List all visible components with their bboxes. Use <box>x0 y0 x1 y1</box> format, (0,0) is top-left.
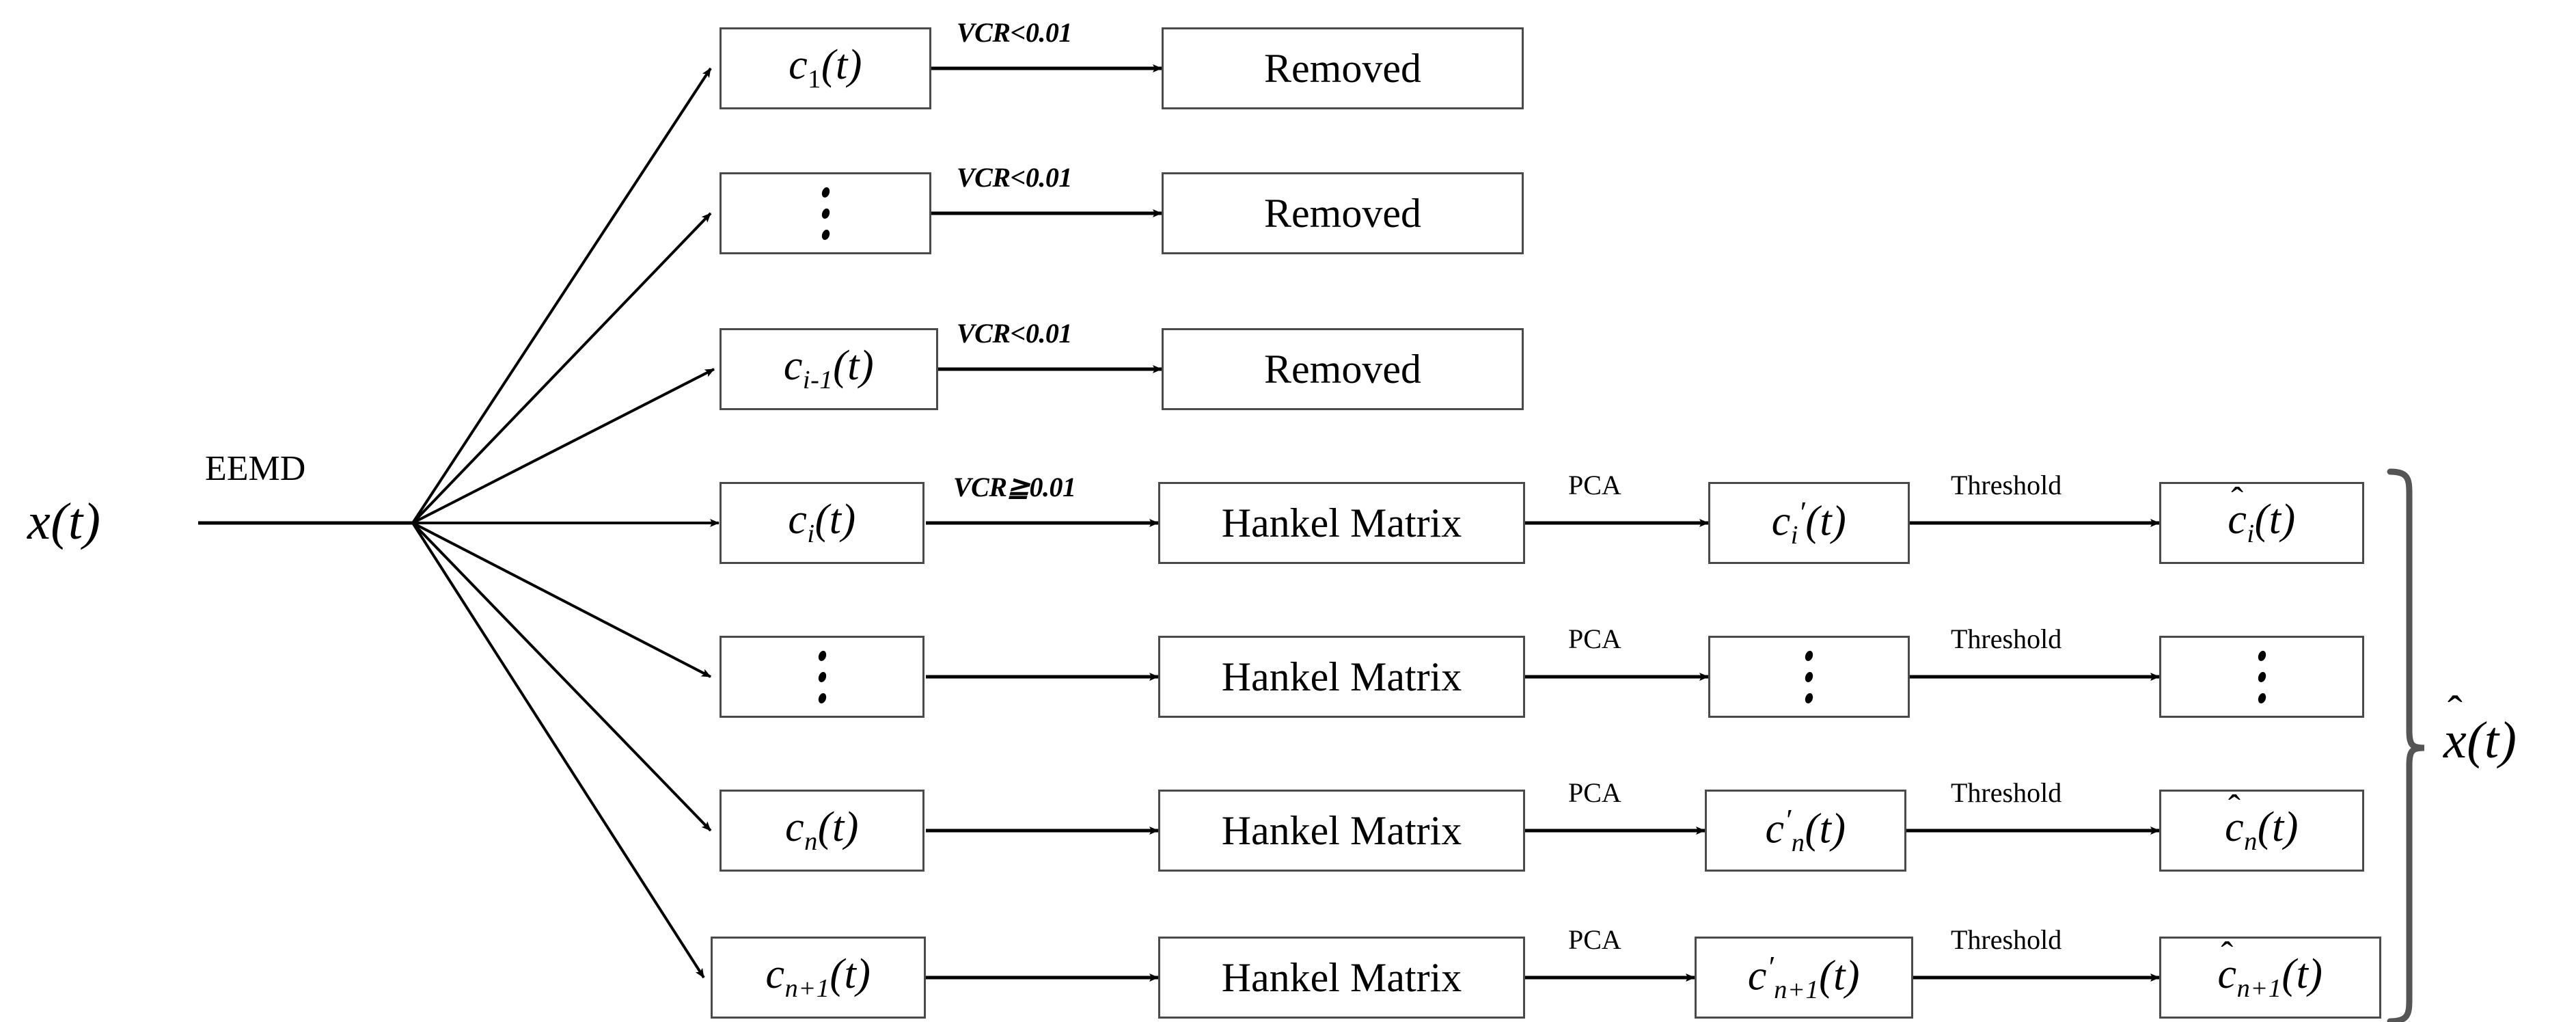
threshold-label-row-7: Threshold <box>1951 924 2062 955</box>
imf-box-row-5[interactable] <box>720 636 924 718</box>
output-brace <box>2387 468 2425 1022</box>
hankel-box-row-6[interactable]: Hankel Matrix <box>1158 790 1525 872</box>
pca-label-row-4: PCA <box>1568 470 1621 500</box>
pca-label-row-5: PCA <box>1568 623 1621 654</box>
hankel-label-row-6: Hankel Matrix <box>1221 808 1462 853</box>
pca-output-box-row-5[interactable] <box>1708 636 1910 718</box>
removed-label-row-3: Removed <box>1264 347 1421 392</box>
threshold-label-row-6: Threshold <box>1951 777 2062 808</box>
imf-label-row-4: ci(t) <box>788 496 856 549</box>
pca-output-label-row-4: ci′(t) <box>1771 495 1847 550</box>
pca-output-label-row-6: c′n(t) <box>1765 803 1846 858</box>
eemd-process-label: EEMD <box>205 449 306 488</box>
pca-output-box-row-6[interactable]: c′n(t) <box>1705 790 1906 872</box>
imf-box-row-7[interactable]: cn+1(t) <box>711 937 926 1019</box>
vertical-ellipsis-icon-pca-row-5 <box>1804 650 1814 703</box>
imf-box-row-3[interactable]: ci-1(t) <box>720 328 938 410</box>
hankel-box-row-4[interactable]: Hankel Matrix <box>1158 482 1525 564</box>
hankel-label-row-7: Hankel Matrix <box>1221 955 1462 1000</box>
hat-accent-row-4: ˆ <box>2231 479 2244 520</box>
pca-output-box-row-7[interactable]: c′n+1(t) <box>1695 937 1913 1019</box>
threshold-label-row-4: Threshold <box>1951 470 2062 500</box>
wire-fanout-row-5 <box>412 522 711 678</box>
condition-label-row-2: VCR<0.01 <box>957 162 1072 193</box>
removed-label-row-1: Removed <box>1264 46 1421 91</box>
removed-box-row-2[interactable]: Removed <box>1162 172 1524 254</box>
wire-fanout-row-2 <box>411 212 712 524</box>
hankel-label-row-4: Hankel Matrix <box>1221 500 1462 546</box>
input-signal-text: x(t) <box>27 493 101 550</box>
wire-fanout-row-1 <box>411 67 712 524</box>
imf-label-row-6: cn(t) <box>785 804 859 857</box>
imf-box-row-1[interactable]: c1(t) <box>720 27 931 109</box>
hankel-box-row-5[interactable]: Hankel Matrix <box>1158 636 1525 718</box>
output-hat-accent: ˆ <box>2447 687 2463 737</box>
imf-box-row-4[interactable]: ci(t) <box>720 482 924 564</box>
threshold-label-row-5: Threshold <box>1951 623 2062 654</box>
wire-fanout-row-3 <box>412 368 715 524</box>
input-signal-label: x(t) <box>27 492 100 552</box>
wire-fanout-row-6 <box>411 522 712 832</box>
imf-label-row-3: ci-1(t) <box>783 342 875 395</box>
imf-box-row-6[interactable]: cn(t) <box>720 790 924 872</box>
hat-accent-row-6: ˆ <box>2228 786 2241 828</box>
vertical-ellipsis-icon-row-2 <box>821 187 830 240</box>
removed-label-row-2: Removed <box>1264 191 1421 236</box>
imf-label-row-1: c1(t) <box>789 42 862 94</box>
removed-box-row-3[interactable]: Removed <box>1162 328 1524 410</box>
pca-label-row-6: PCA <box>1568 777 1621 808</box>
vertical-ellipsis-icon-threshold-row-5 <box>2257 650 2266 703</box>
pca-output-label-row-7: c′n+1(t) <box>1747 950 1861 1005</box>
imf-label-row-7: cn+1(t) <box>765 951 871 1004</box>
hankel-label-row-5: Hankel Matrix <box>1221 654 1462 699</box>
condition-label-row-4: VCR≧0.01 <box>953 472 1076 502</box>
condition-label-row-1: VCR<0.01 <box>957 17 1072 48</box>
vertical-ellipsis-icon-row-5 <box>817 650 827 703</box>
pca-label-row-7: PCA <box>1568 924 1621 955</box>
imf-box-row-2[interactable] <box>720 172 931 254</box>
wire-fanout-row-7 <box>411 522 705 979</box>
pca-output-box-row-4[interactable]: ci′(t) <box>1708 482 1910 564</box>
removed-box-row-1[interactable]: Removed <box>1162 27 1524 109</box>
threshold-output-box-row-5[interactable] <box>2159 636 2364 718</box>
hankel-box-row-7[interactable]: Hankel Matrix <box>1158 937 1525 1019</box>
condition-label-row-3: VCR<0.01 <box>957 318 1072 349</box>
hat-accent-row-7: ˆ <box>2221 933 2234 975</box>
